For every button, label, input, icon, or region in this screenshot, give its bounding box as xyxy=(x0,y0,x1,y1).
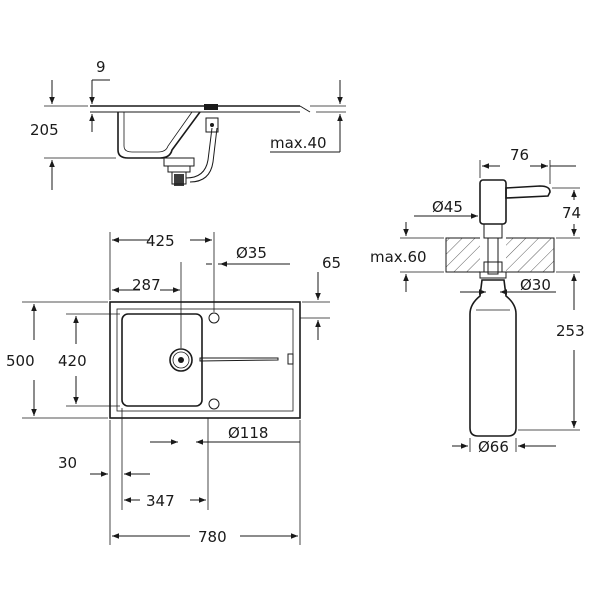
dim-width-780: 780 xyxy=(198,528,227,546)
dim-tap-hole: Ø35 xyxy=(236,244,267,262)
tap-hole-icon xyxy=(208,312,220,324)
dim-rim-thickness: 9 xyxy=(96,58,106,76)
dim-offset-347: 347 xyxy=(146,492,175,510)
dim-bowl-287: 287 xyxy=(132,276,161,294)
soap-dispenser-view: 76 74 Ø45 max.60 Ø30 253 Ø66 xyxy=(370,146,585,456)
dim-edge-65: 65 xyxy=(322,254,341,272)
dim-dispenser-max60: max.60 xyxy=(370,248,427,266)
dim-bowl-depth: 205 xyxy=(30,121,59,139)
dim-waste-118: Ø118 xyxy=(228,424,268,442)
dim-dispenser-45: Ø45 xyxy=(432,198,463,216)
sink-plan-view: 425 Ø35 65 287 500 420 Ø118 30 34 xyxy=(6,232,341,546)
dim-dispenser-74: 74 xyxy=(562,204,581,222)
dim-dispenser-253: 253 xyxy=(556,322,585,340)
dim-dispenser-66: Ø66 xyxy=(478,438,509,456)
dim-margin-30: 30 xyxy=(58,454,77,472)
waste-strainer-icon xyxy=(169,348,193,372)
dim-depth-500: 500 xyxy=(6,352,35,370)
dim-depth-420: 420 xyxy=(58,352,87,370)
dim-worktop-max: max.40 xyxy=(270,134,327,152)
sink-side-view: 9 205 max.40 xyxy=(30,58,346,190)
dim-width-425: 425 xyxy=(146,232,175,250)
dim-dispenser-76: 76 xyxy=(510,146,529,164)
dim-dispenser-30: Ø30 xyxy=(520,276,551,294)
